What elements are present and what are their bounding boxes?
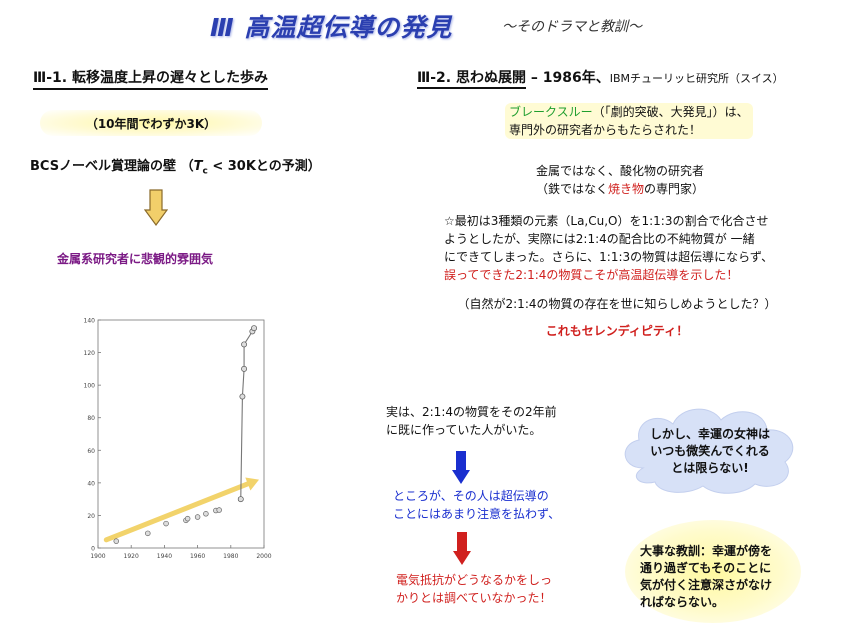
resistance-text: 電気抵抗がどうなるかをしっかりとは調べていなかった！	[396, 571, 552, 607]
x-tick-label: 1980	[223, 553, 238, 560]
y-tick-label: 80	[87, 415, 95, 422]
data-point-cuprate	[237, 496, 244, 503]
breakthrough-rest: （「劇的突破、大発見」）は、	[592, 105, 749, 119]
chart-marks	[113, 325, 257, 544]
oxide-researcher-text: 金属ではなく、酸化物の研究者 （鉄ではなく焼き物の専門家）	[460, 162, 780, 198]
fortune-line1: しかし、幸運の女神は	[649, 427, 770, 441]
data-point-conventional	[216, 507, 222, 513]
resist-line2: かりとは調べていなかった！	[396, 591, 552, 605]
down-arrow-icon	[452, 451, 470, 484]
section-heading-2-main: Ⅲ-2. 思わぬ展開	[417, 70, 526, 89]
data-point-cuprate	[251, 325, 257, 332]
y-tick-label: 20	[87, 513, 95, 520]
trend-arrow-shaft	[103, 480, 254, 543]
x-tick-label: 1940	[157, 553, 172, 560]
section-heading-2: Ⅲ-2. 思わぬ展開 – 1986年、IBMチューリッヒ研究所（スイス）	[417, 67, 784, 89]
oxide-line2-pre: （鉄ではなく	[535, 182, 608, 196]
data-point-conventional	[184, 515, 191, 522]
section-heading-1: Ⅲ-1. 転移温度上昇の遅々とした歩み	[33, 67, 268, 90]
trend-arrow-head	[245, 477, 260, 491]
bcs-text-sub: c	[202, 166, 208, 177]
y-tick-label: 100	[84, 383, 96, 390]
story-line2: ようとしたが、実際には2:1:4の配合比の不純物質が 一緒	[444, 232, 755, 246]
page-title: Ⅲ 高温超伝導の発見	[210, 13, 453, 42]
highlight-text: （10年間でわずか3K）	[85, 117, 217, 131]
bcs-barrier-text: BCSノーベル賞理論の壁 （Tc < 30Kとの予測）	[30, 155, 321, 177]
y-tick-label: 40	[87, 480, 95, 487]
data-point-cuprate	[241, 365, 248, 372]
bcs-text-pre: BCSノーベル賞理論の壁 （	[30, 159, 194, 174]
oxide-line2-post: の専門家）	[644, 182, 705, 196]
y-tick-label: 140	[84, 318, 96, 325]
however-line1: ところが、その人は超伝導の	[393, 489, 549, 503]
fortune-cloud	[624, 408, 794, 494]
data-point-conventional	[113, 538, 120, 544]
oxide-line2-red: 焼き物	[607, 182, 644, 196]
lesson-line4: ればならない。	[640, 595, 725, 609]
data-point-conventional	[203, 511, 209, 517]
section-heading-2-year: – 1986年、	[525, 70, 610, 86]
story-line4: 誤ってできた2:1:4の物質こそが高温超伝導を示した！	[444, 268, 739, 282]
data-point-cuprate	[239, 393, 246, 400]
prior-maker-text: 実は、2:1:4の物質をその2年前に既に作っていた人がいた。	[386, 403, 557, 439]
discovery-story: ☆最初は3種類の元素（La,Cu,O）を1:1:3の割合で化合させようとしたが、…	[444, 212, 773, 284]
prior-line1: 実は、2:1:4の物質をその2年前	[386, 405, 557, 419]
down-arrow-icon	[144, 189, 168, 227]
down-arrow-icon	[453, 532, 471, 565]
highlight-glow	[40, 110, 262, 136]
story-line3: にできてしまった。さらに、1:1:3の物質は超伝導にならず、	[444, 250, 774, 264]
metal-researchers-note: 金属系研究者に悲観的雰囲気	[57, 252, 214, 266]
chart-trend	[103, 477, 260, 543]
lesson-glow	[625, 520, 801, 623]
fortune-line2: いつも微笑んでくれる	[650, 444, 770, 458]
data-point-conventional	[194, 514, 201, 520]
fortune-line3: とは限らない!	[671, 461, 749, 475]
cuprate-line	[240, 327, 255, 500]
x-tick-label: 1960	[190, 553, 205, 560]
data-point-conventional	[145, 530, 151, 537]
x-tick-label: 2000	[256, 553, 271, 560]
tc-history-chart: 0 20 40 60 80 100 120 140 1900 1920 1940 1960 1980 20…	[84, 318, 272, 561]
breakthrough-word: ブレークスルー	[509, 105, 593, 119]
data-point-cuprate	[241, 341, 248, 348]
y-tick-label: 120	[84, 350, 96, 357]
chart-frame	[97, 319, 265, 549]
lesson-line1: 大事な教訓：幸運が傍を	[640, 544, 773, 558]
lesson-line2: 通り過ぎてもそのことに	[640, 561, 772, 575]
y-tick-label: 60	[87, 448, 95, 455]
oxide-line1: 金属ではなく、酸化物の研究者	[535, 164, 704, 178]
fortune-text: しかし、幸運の女神はいつも微笑んでくれるとは限らない!	[615, 426, 805, 477]
nature-remark: （自然が2:1:4の物質の存在を世に知らしめようとした？）	[457, 297, 777, 311]
chart-axes: 0 20 40 60 80 100 120 140 1900 1920 1940 1960 1980 20…	[84, 318, 272, 561]
breakthrough-text: ブレークスルー（「劇的突破、大発見」）は、専門外の研究者からもたらされた！	[505, 103, 753, 139]
x-tick-label: 1920	[124, 553, 139, 560]
breakthrough-line2: 専門外の研究者からもたらされた！	[509, 123, 702, 137]
bcs-text-t: T	[193, 159, 203, 174]
data-point-conventional	[163, 520, 169, 527]
however-line2: ことにはあまり注意を払わず、	[393, 507, 561, 521]
y-tick-label: 0	[91, 546, 95, 553]
resist-line1: 電気抵抗がどうなるかをしっ	[396, 573, 553, 587]
section-heading-2-lab: IBMチューリッヒ研究所（スイス）	[609, 72, 784, 85]
prior-line2: に既に作っていた人がいた。	[386, 423, 542, 437]
lesson-line3: 気が付く注意深さがなけ	[640, 578, 773, 592]
lesson-text: 大事な教訓：幸運が傍を通り過ぎてもそのことに気が付く注意深さがなければならない。	[640, 543, 772, 611]
page-subtitle: ～そのドラマと教訓～	[502, 19, 642, 35]
serendipity-note: これもセレンディピティ！	[545, 324, 689, 338]
story-line1: ☆最初は3種類の元素（La,Cu,O）を1:1:3の割合で化合させ	[444, 214, 769, 228]
bcs-text-post: < 30Kとの予測）	[207, 159, 321, 174]
x-tick-label: 1900	[90, 553, 105, 560]
however-text: ところが、その人は超伝導のことにはあまり注意を払わず、	[393, 487, 560, 523]
